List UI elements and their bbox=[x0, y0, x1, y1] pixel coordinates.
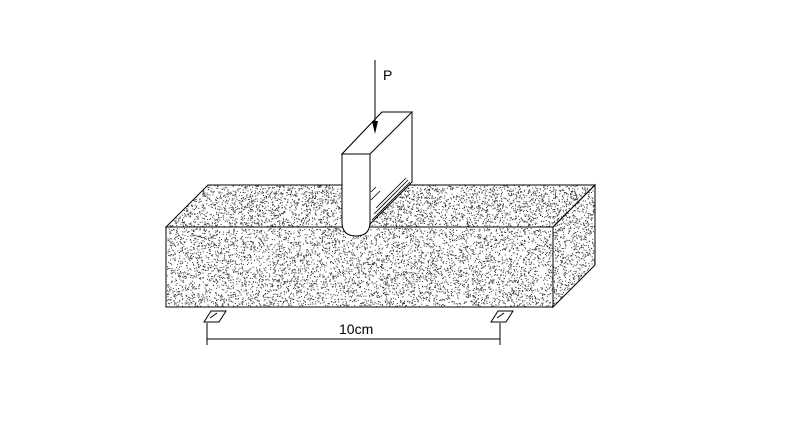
span-dimension bbox=[206, 323, 501, 345]
loading-head-front bbox=[341, 153, 371, 237]
support-right bbox=[490, 310, 514, 323]
support-left bbox=[203, 310, 227, 323]
concrete-beam bbox=[164, 183, 597, 309]
span-label: 10cm bbox=[339, 321, 373, 337]
loading-head-shading bbox=[370, 177, 411, 221]
loading-head bbox=[340, 111, 414, 237]
load-arrow bbox=[372, 60, 378, 134]
load-arrow-head bbox=[372, 121, 378, 134]
load-label: P bbox=[383, 67, 392, 83]
beam-front-texture bbox=[167, 228, 553, 307]
